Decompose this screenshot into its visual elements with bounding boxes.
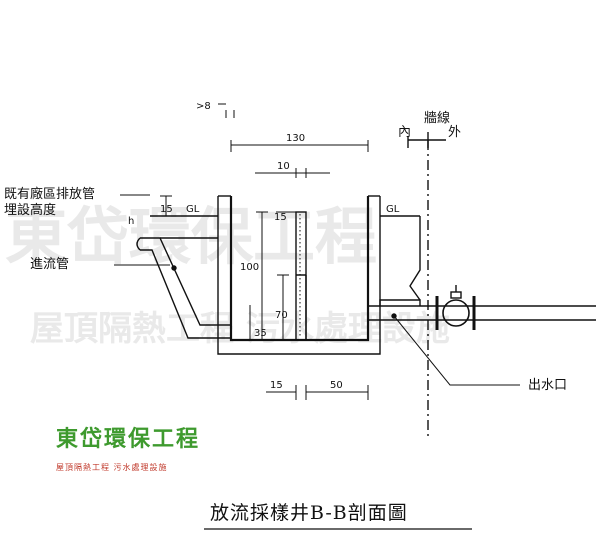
gl-right-label: GL	[386, 204, 400, 215]
dim-15-bottom: 15	[270, 380, 283, 391]
existing-pipe-label-line1: 既有廠區排放管	[4, 186, 95, 202]
dim-15-left: 15	[160, 204, 173, 215]
watermark: 東岱環保工程 屋頂隔熱工程 污水處理設施	[5, 200, 450, 349]
inflow-pipe-top	[140, 237, 231, 326]
logo-tagline: 屋頂隔熱工程 污水處理設施	[56, 462, 168, 472]
existing-pipe-label-line2: 埋設高度	[4, 202, 56, 218]
logo-name: 東岱環保工程	[56, 426, 200, 452]
inflow-dot	[171, 265, 177, 271]
inflow-pipe-label: 進流管	[30, 257, 69, 272]
dim-130: 130	[286, 133, 305, 144]
dim-15-baffle: 15	[274, 212, 287, 223]
drawing-title: 放流採樣井B-B剖面圖	[210, 502, 408, 524]
watermark-line2: 屋頂隔熱工程 污水處理設施	[30, 309, 450, 349]
h-label: h	[128, 216, 134, 227]
outside-label: 外	[448, 125, 461, 140]
wall-line-label: 牆線	[424, 110, 450, 126]
valve-icon	[435, 285, 476, 330]
dimension-lines	[160, 103, 369, 400]
outlet-label: 出水口	[528, 378, 567, 393]
dim-gt8: >8	[196, 101, 211, 112]
company-logo: 東岱環保工程 屋頂隔熱工程 污水處理設施	[56, 426, 200, 472]
watermark-line1: 東岱環保工程	[5, 200, 377, 273]
tank-wall-outline	[217, 196, 381, 355]
inflow-pipe-bottom	[140, 249, 231, 339]
section-drawing	[114, 103, 596, 440]
dim-50: 50	[330, 380, 343, 391]
inside-label: 內	[398, 125, 411, 140]
dim-100: 100	[240, 262, 259, 273]
outlet-leader	[393, 315, 520, 386]
dim-10: 10	[277, 161, 290, 172]
dim-35: 35	[254, 328, 267, 339]
gl-left-label: GL	[186, 204, 200, 215]
dim-70: 70	[275, 310, 288, 321]
